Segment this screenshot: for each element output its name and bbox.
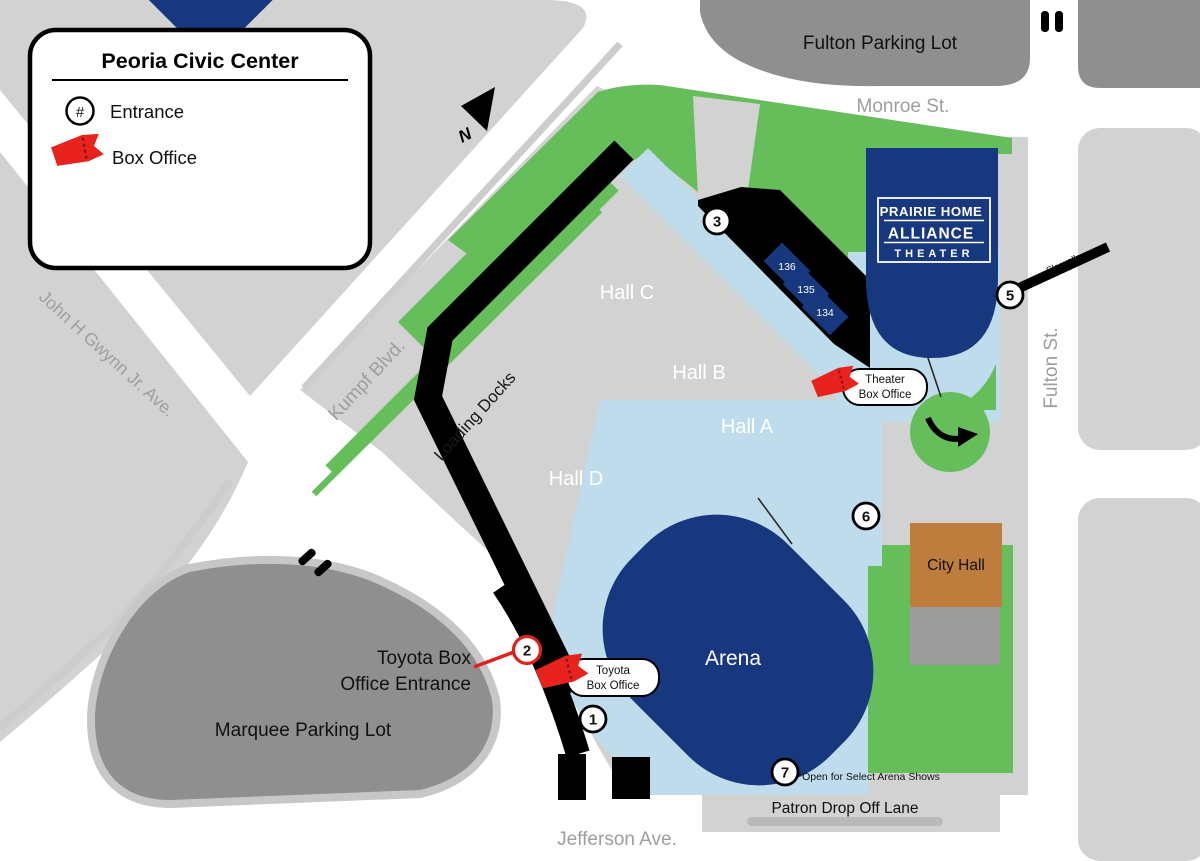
theater-sign-line3: THEATER — [894, 248, 973, 260]
city-block-northeast — [1078, 0, 1200, 88]
arena-label: Arena — [705, 647, 761, 670]
wall-segment — [558, 754, 586, 800]
crosswalk-dash — [1055, 11, 1063, 32]
fulton-parking-lot — [700, 0, 1030, 87]
toyota-box-office-line2: Box Office — [587, 680, 640, 692]
fulton-st-label: Fulton St. — [1041, 327, 1062, 408]
road-median-southwest — [0, 477, 234, 731]
concourse-northeast-band — [620, 148, 874, 402]
entrance-marker-2: 2 — [511, 634, 543, 666]
theater-box-office: Theater Box Office — [808, 362, 928, 406]
patron-lane-bar — [747, 817, 943, 826]
legend-title: Peoria Civic Center — [101, 49, 299, 73]
toyota-box-office: Toyota Box Office — [532, 649, 660, 697]
fulton-lot-label: Fulton Parking Lot — [803, 33, 958, 54]
entrance-3-number: 3 — [713, 214, 721, 231]
wall-segment — [612, 757, 650, 799]
parcel-southwest — [0, 152, 248, 742]
city-hall-label: City Hall — [927, 557, 985, 574]
city-hall-annex — [910, 607, 1000, 665]
green-kumpf-wedge — [398, 122, 630, 352]
marquee-lot-label: Marquee Parking Lot — [215, 720, 392, 741]
jefferson-ave-label: Jefferson Ave. — [557, 829, 677, 850]
legend-entrance-label: Entrance — [110, 101, 184, 122]
turnaround-arrowhead-icon — [958, 427, 978, 447]
theater-box-office-line2: Box Office — [859, 389, 912, 401]
legend-entrance-symbol: # — [76, 104, 85, 121]
legend: Peoria Civic Center # Entrance Box Offic… — [27, 27, 373, 271]
drop-off-circle — [910, 392, 990, 472]
legend-box-office-label: Box Office — [112, 147, 197, 168]
entrance-5-number: 5 — [1006, 288, 1014, 305]
entrance-2-number: 2 — [523, 643, 531, 660]
theater-sign-border — [877, 197, 991, 263]
room-135-label: 135 — [797, 284, 815, 296]
entrance-marker-7: 7 — [770, 757, 800, 787]
theater-sign-line1: PRAIRIE HOME — [880, 204, 983, 219]
connector-theater — [925, 351, 942, 398]
theater-sign: PRAIRIE HOME ALLIANCE THEATER — [877, 197, 991, 263]
green-kumpf-strip — [325, 181, 619, 475]
hall-d-label: Hall D — [549, 468, 603, 490]
toyota-entrance-label-line2: Office Entrance — [340, 674, 471, 695]
connector-hall-arena — [757, 497, 793, 545]
city-hall — [910, 523, 1002, 607]
theater-sign-line2: ALLIANCE — [888, 226, 974, 243]
arena-building — [602, 514, 874, 786]
green-corner-piece — [944, 364, 996, 410]
arena-note-label: *Open for Select Arena Shows — [798, 771, 940, 783]
city-block-east-lower — [1078, 498, 1200, 861]
road-median-kumpf — [301, 41, 623, 391]
entrance-marker-5: 5 — [995, 280, 1025, 310]
theater-building — [866, 148, 998, 358]
loading-docks-band — [413, 140, 634, 698]
north-arrow-icon — [461, 87, 495, 131]
theater-box-office-line1: Theater — [865, 374, 905, 386]
patron-lane-label: Patron Drop Off Lane — [771, 800, 918, 817]
crosswalk-dash — [298, 548, 316, 566]
toyota-box-office-line1: Toyota — [596, 665, 630, 677]
entrance-1-number: 1 — [589, 712, 597, 729]
marquee-parking-lot — [95, 563, 493, 800]
entrance-6-number: 6 — [862, 509, 870, 526]
monroe-st-label: Monroe St. — [857, 96, 950, 117]
green-kumpf-strip — [311, 207, 603, 497]
crosswalk-dash — [314, 559, 332, 577]
room-136-label: 136 — [778, 261, 796, 273]
crosswalk-dash — [1041, 11, 1049, 32]
hall-c-label: Hall C — [600, 282, 654, 304]
hall-a-label: Hall A — [721, 416, 774, 438]
legend-panel — [27, 27, 373, 271]
room-134 — [801, 288, 849, 336]
entrance-marker-1: 1 — [578, 704, 608, 734]
city-block-east-upper — [1078, 128, 1200, 450]
entrance-7-number: 7 — [781, 765, 789, 782]
hall-b-label: Hall B — [672, 362, 725, 384]
room-134-label: 134 — [816, 307, 834, 319]
entrance-marker-6: 6 — [851, 501, 881, 531]
toyota-entrance-callout-line — [473, 650, 515, 669]
entrance-symbol-icon — [65, 96, 95, 126]
toyota-entrance-label-line1: Toyota Box — [377, 648, 471, 669]
entrance-marker-3: 3 — [702, 206, 732, 236]
